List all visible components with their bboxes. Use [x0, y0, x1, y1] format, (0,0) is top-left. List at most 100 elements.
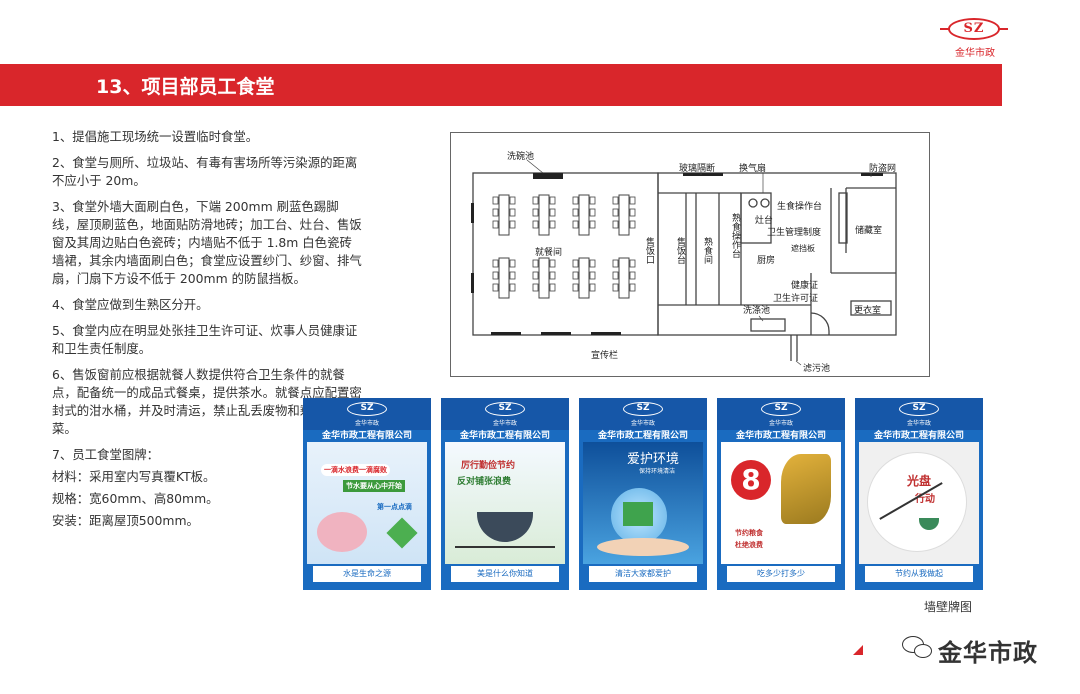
poster-footer: 节约从我做起: [865, 566, 973, 582]
lotus-shape: [317, 512, 367, 552]
company-logo: SZ 金华市政: [940, 18, 1010, 60]
poster-slogan: 节约粮食: [735, 529, 763, 537]
wechat-icon-small: [914, 644, 932, 658]
label-stove: 灶台: [755, 216, 774, 226]
requirement-item: 5、食堂内应在明显处张挂卫生许可证、炊事人员健康证和卫生责任制度。: [52, 323, 358, 356]
label-cooked-table: 熟食操作台: [730, 213, 740, 258]
label-hygiene-rules: 卫生管理制度: [767, 228, 822, 238]
poster-company: 金华市政工程有限公司: [597, 431, 688, 441]
poster-image-thrift: 厉行勤俭节约 反对铺张浪费: [445, 442, 565, 564]
poster-slogan: 爱护环境: [627, 452, 680, 467]
poster-brand: 金华市政: [630, 420, 655, 427]
poster-environment: SZ 金华市政 金华市政工程有限公司 爱护环境 保持环境清洁 清洁大家都爱护: [579, 398, 707, 590]
sign-size: 规格：宽60mm、高80mm。: [52, 491, 219, 506]
poster-footer: 吃多少打多少: [727, 566, 835, 582]
heart-leaf-shape: [386, 517, 418, 549]
poster-slogan: 保持环境清洁: [639, 468, 676, 475]
label-storage-room: 储藏室: [855, 226, 883, 236]
poster-slogan: 节水要从心中开始: [343, 480, 405, 492]
requirement-item: 3、食堂外墙大面刷白色，下端 200mm 刷蓝色踢脚线，屋顶刷蓝色，地面贴防滑地…: [52, 199, 362, 286]
poster-image-environment: 爱护环境 保持环境清洁: [583, 442, 703, 564]
requirement-item: 4、食堂应做到生熟区分开。: [52, 297, 209, 312]
poster-slogan: 反对铺张浪费: [457, 477, 512, 487]
no-waste-sign: 8: [731, 460, 771, 500]
poster-footer: 水是生命之源: [313, 566, 421, 582]
poster-logo: SZ: [347, 402, 387, 416]
sign-spec: 7、员工食堂图牌： 材料：采用室内写真覆KT板。 规格：宽60mm、高80mm。…: [52, 446, 362, 530]
poster-water: SZ 金华市政 金华市政工程有限公司 一滴水浪费一滴腐败 节水要从心中开始 第一…: [303, 398, 431, 590]
small-cup-shape: [919, 518, 939, 530]
poster-logo: SZ: [761, 402, 801, 416]
corner-triangle: [853, 645, 863, 655]
poster-company: 金华市政工程有限公司: [873, 431, 964, 441]
poster-grain: SZ 金华市政 金华市政工程有限公司 8 节约粮食 杜绝浪费 吃多少打多少: [717, 398, 845, 590]
poster-brand: 金华市政: [906, 420, 931, 427]
kitchen-wall: [657, 172, 897, 336]
sign-material: 材料：采用室内写真覆KT板。: [52, 469, 216, 484]
watermark-text: 金华市政: [938, 639, 1038, 667]
logo-name: 金华市政: [955, 48, 995, 59]
requirements-text: 1、提倡施工现场统一设置临时食堂。 2、食堂与厕所、垃圾站、有毒有害场所等污染源…: [52, 128, 362, 534]
label-partition-board: 遮挡板: [791, 244, 815, 253]
label-cooked-room: 熟食间: [702, 237, 712, 264]
poster-logo: SZ: [485, 402, 525, 416]
logo-line-left: [940, 28, 950, 30]
hands-shape: [597, 538, 689, 556]
poster-slogan: 厉行勤俭节约: [461, 461, 516, 471]
label-vent-fan: 换气扇: [739, 164, 767, 174]
label-locker-room: 更衣室: [854, 306, 882, 316]
poster-footer: 美是什么你知道: [451, 566, 559, 582]
green-house-shape: [623, 502, 653, 526]
canteen-floor-plan: 洗碗池 就餐间 宣传栏 玻璃隔断 换气扇 防盗网 售饭口 售饭台 熟食间 熟食操…: [450, 132, 930, 377]
rice-bowl-shape: [477, 512, 533, 542]
poster-logo: SZ: [623, 402, 663, 416]
poster-company: 金华市政工程有限公司: [321, 431, 412, 441]
poster-image-water: 一滴水浪费一滴腐败 节水要从心中开始 第一点点滴: [307, 442, 427, 564]
label-hygiene-license: 卫生许可证: [773, 294, 819, 304]
poster-footer: 清洁大家都爱护: [589, 566, 697, 582]
poster-image-clean-plate: 光盘 行动: [859, 442, 979, 564]
poster-image-grain: 8 节约粮食 杜绝浪费: [721, 442, 841, 564]
title-banner: 13、项目部员工食堂: [0, 64, 1002, 106]
label-promo-board: 宣传栏: [591, 351, 619, 361]
poster-brand: 金华市政: [492, 420, 517, 427]
rice-stalk-shape: [781, 454, 831, 524]
poster-slogan: 一滴水浪费一滴腐败: [321, 464, 390, 476]
page-title: 13、项目部员工食堂: [96, 76, 275, 98]
logo-mark: SZ: [963, 21, 985, 36]
poster-brand: 金华市政: [768, 420, 793, 427]
label-kitchen: 厨房: [757, 256, 776, 266]
wechat-watermark: 金华市政: [880, 630, 1060, 670]
label-serving-counter: 售饭台: [675, 237, 685, 264]
dining-table-group: [498, 194, 630, 299]
label-security-net: 防盗网: [869, 164, 897, 174]
label-serving-window: 售饭口: [644, 237, 654, 264]
poster-caption: 墙壁牌图: [924, 600, 973, 614]
poster-thrift: SZ 金华市政 金华市政工程有限公司 厉行勤俭节约 反对铺张浪费 美是什么你知道: [441, 398, 569, 590]
poster-logo: SZ: [899, 402, 939, 416]
poster-brand: 金华市政: [354, 420, 379, 427]
poster-slogan: 第一点点滴: [377, 503, 412, 511]
floor-plan-drawing: [471, 159, 897, 366]
chopsticks-shape: [455, 546, 555, 548]
label-wash-sink: 洗涤池: [743, 306, 771, 316]
label-sewage-pool: 滤污池: [803, 364, 831, 374]
wall-poster-row: SZ 金华市政 金华市政工程有限公司 一滴水浪费一滴腐败 节水要从心中开始 第一…: [303, 398, 991, 590]
poster-slogan: 行动: [915, 494, 935, 505]
sign-install: 安装：距离屋顶500mm。: [52, 513, 199, 528]
plate-shape: [867, 452, 967, 552]
requirement-item: 2、食堂与厕所、垃圾站、有毒有害场所等污染源的距离不应小于 20m。: [52, 155, 358, 188]
requirement-item: 1、提倡施工现场统一设置临时食堂。: [52, 129, 259, 144]
label-glass-partition: 玻璃隔断: [679, 164, 716, 174]
logo-line-right: [998, 28, 1008, 30]
poster-clean-plate: SZ 金华市政 金华市政工程有限公司 光盘 行动 节约从我做起: [855, 398, 983, 590]
poster-slogan: 杜绝浪费: [735, 541, 763, 549]
label-dining-room: 就餐间: [535, 248, 563, 258]
poster-slogan: 光盘: [907, 474, 932, 488]
label-wash-pool: 洗碗池: [507, 152, 535, 162]
requirement-item: 6、售饭窗前应根据就餐人数提供符合卫生条件的就餐点，配备统一的成品式餐桌，提供茶…: [52, 367, 362, 436]
poster-company: 金华市政工程有限公司: [735, 431, 826, 441]
sign-heading: 7、员工食堂图牌：: [52, 447, 160, 462]
label-raw-table: 生食操作台: [777, 202, 823, 212]
label-health-cert: 健康证: [791, 281, 819, 291]
